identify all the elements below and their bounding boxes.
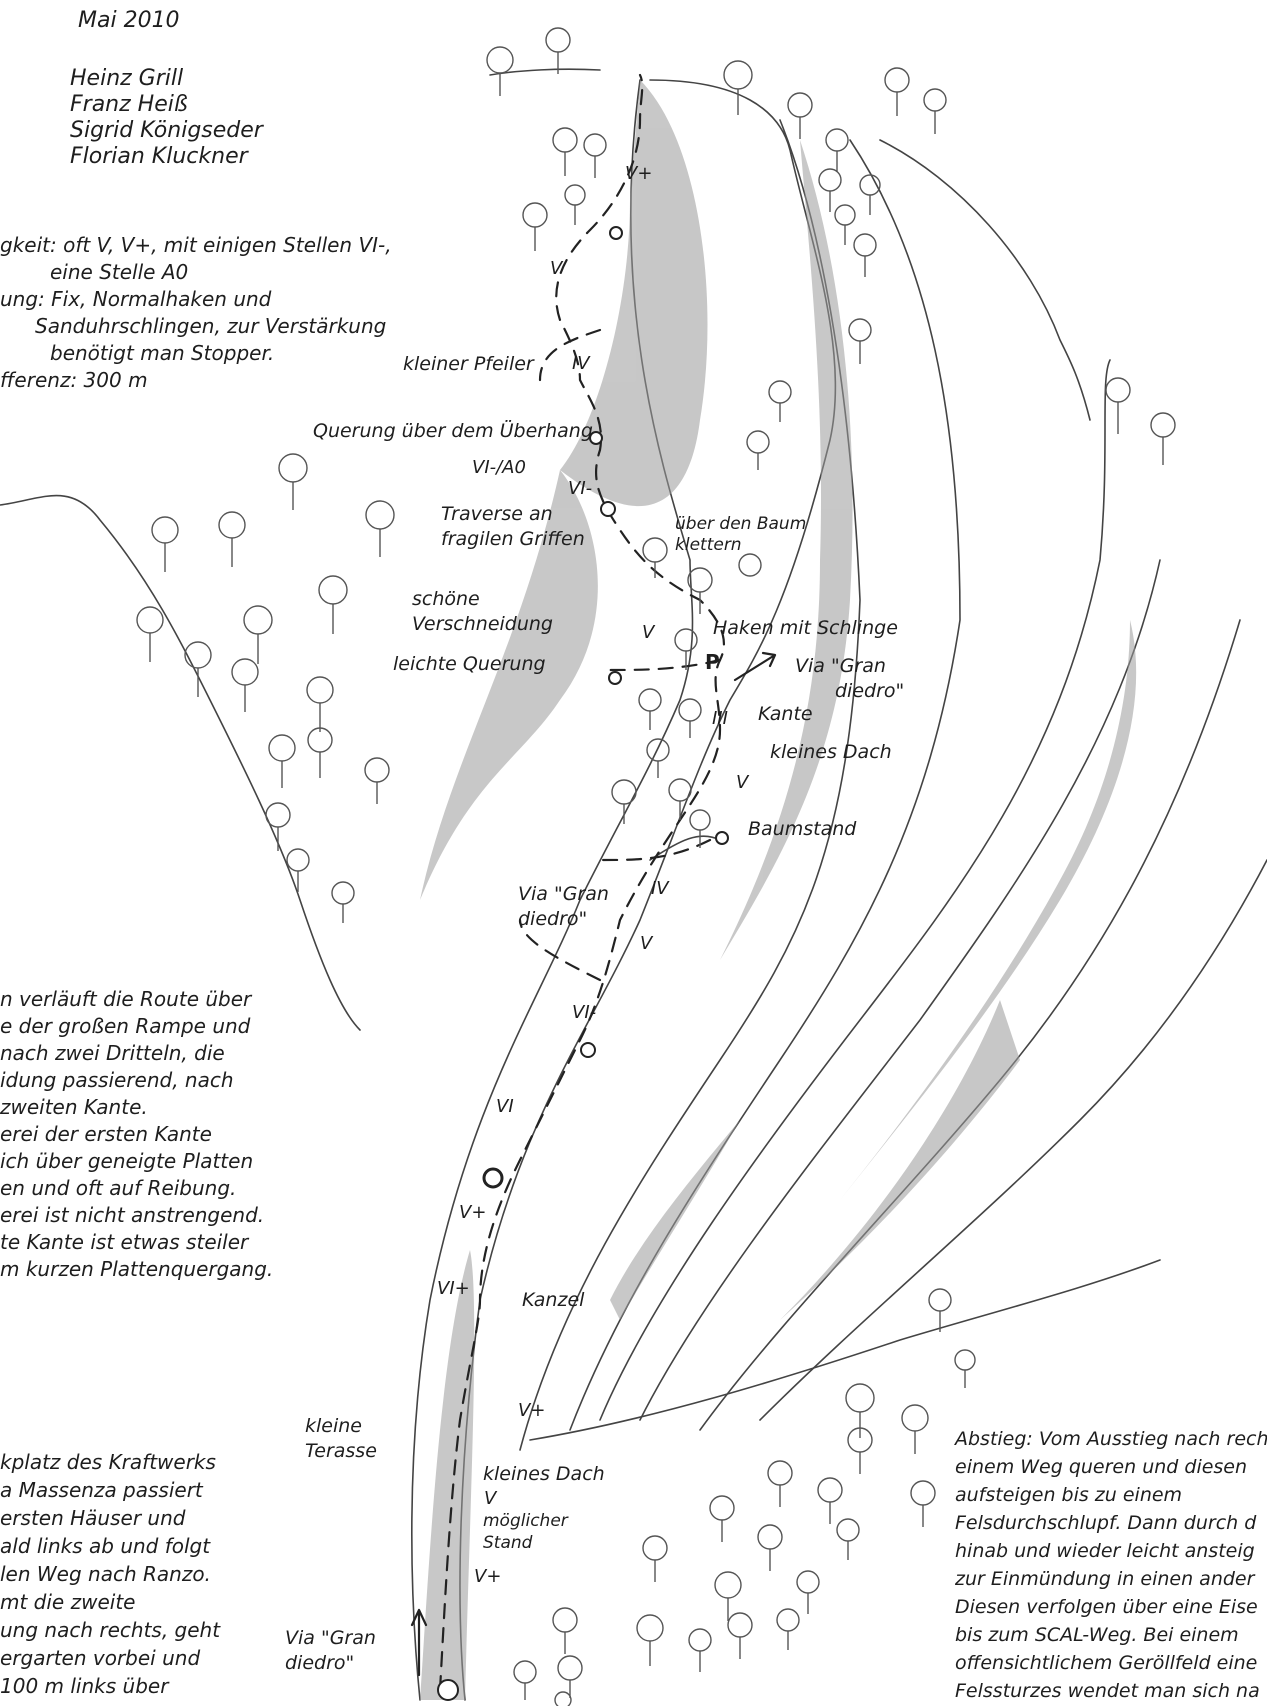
info-line: benötigt man Stopper. <box>0 340 392 367</box>
label-ueber-den-baum: über den Baum klettern <box>675 514 806 556</box>
description-line: idung passierend, nach <box>0 1067 273 1094</box>
approach-line: kplatz des Kraftwerks <box>0 1448 220 1476</box>
info-line: fferenz: 300 m <box>0 367 392 394</box>
label-kleine-terasse: kleine Terasse <box>305 1414 377 1464</box>
label-line: Verschneidung <box>412 612 553 637</box>
description-line: erei der ersten Kante <box>0 1121 273 1148</box>
descent-line: offensichtlichem Geröllfeld eine <box>955 1649 1267 1677</box>
descent-line: hinab und wieder leicht ansteig <box>955 1537 1267 1565</box>
label-querung-ueberhang: Querung über dem Überhang <box>313 419 593 444</box>
approach-line: ersten Häuser und <box>0 1504 220 1532</box>
descent-line: Felssturzes wendet man sich na <box>955 1677 1267 1705</box>
approach-line: ung nach rechts, geht <box>0 1616 220 1644</box>
author-name: Sigrid Königseder <box>70 118 263 144</box>
first-ascensionists: Heinz Grill Franz Heiß Sigrid Königseder… <box>70 66 263 170</box>
label-kleines-dach-upper: kleines Dach <box>770 740 892 765</box>
descent-description: Abstieg: Vom Ausstieg nach rech einem We… <box>955 1425 1267 1705</box>
descent-line: Abstieg: Vom Ausstieg nach rech <box>955 1425 1267 1453</box>
approach-line: len Weg nach Ranzo. <box>0 1560 220 1588</box>
label-line: klettern <box>675 535 806 556</box>
grade-label: V <box>642 620 654 645</box>
grade-label: VI+ <box>437 1276 470 1301</box>
author-name: Florian Kluckner <box>70 144 263 170</box>
label-line: Via "Gran <box>518 882 609 907</box>
descent-line: einem Weg queren und diesen <box>955 1453 1267 1481</box>
label-line: Via "Gran <box>795 654 904 679</box>
descent-line: bis zum SCAL-Weg. Bei einem <box>955 1621 1267 1649</box>
grade-label: V <box>640 931 652 956</box>
description-line: erei ist nicht anstrengend. <box>0 1202 273 1229</box>
info-line: Sanduhrschlingen, zur Verstärkung <box>0 313 392 340</box>
label-moeglicher-stand: möglicher Stand <box>483 1510 568 1554</box>
descent-line: aufsteigen bis zu einem <box>955 1481 1267 1509</box>
grade-label: VI <box>496 1094 514 1119</box>
grade-label: IV <box>651 876 669 901</box>
label-via-gran-diedro-bottom: Via "Gran diedro" <box>285 1626 376 1676</box>
description-line: zweiten Kante. <box>0 1094 273 1121</box>
grade-label: V+ <box>625 161 652 186</box>
descent-line: zur Einmündung in einen ander <box>955 1565 1267 1593</box>
label-line: fragilen Griffen <box>441 527 585 552</box>
label-line: Traverse an <box>441 502 585 527</box>
label-line: diedro" <box>795 679 904 704</box>
description-line: ich über geneigte Platten <box>0 1148 273 1175</box>
label-line: Via "Gran <box>285 1626 376 1651</box>
label-kleines-dach-lower: kleines Dach <box>483 1462 605 1487</box>
descent-line: Felsdurchschlupf. Dann durch d <box>955 1509 1267 1537</box>
label-line: Terasse <box>305 1439 377 1464</box>
label-line: möglicher <box>483 1510 568 1532</box>
grade-label: V <box>484 1486 496 1511</box>
info-line: eine Stelle A0 <box>0 259 392 286</box>
label-line: Stand <box>483 1532 568 1554</box>
piton-symbol: P <box>705 650 720 675</box>
label-via-gran-diedro-right: Via "Gran diedro" <box>795 654 904 704</box>
label-line: über den Baum <box>675 514 806 535</box>
approach-line: ergarten vorbei und <box>0 1644 220 1672</box>
description-line: m kurzen Plattenquergang. <box>0 1256 273 1283</box>
author-name: Heinz Grill <box>70 66 263 92</box>
label-schoene-verschneidung: schöne Verschneidung <box>412 587 553 637</box>
route-info: gkeit: oft V, V+, mit einigen Stellen VI… <box>0 232 392 394</box>
label-line: kleine <box>305 1414 377 1439</box>
info-line: ung: Fix, Normalhaken und <box>0 286 392 313</box>
grade-label: V+ <box>459 1200 486 1225</box>
date-label: Mai 2010 <box>78 8 180 33</box>
label-kleiner-pfeiler: kleiner Pfeiler <box>403 352 534 377</box>
label-line: diedro" <box>518 907 609 932</box>
grade-label: V <box>550 256 562 281</box>
grade-label: VI- <box>568 476 592 501</box>
label-kanzel: Kanzel <box>522 1288 584 1313</box>
grade-label: V+ <box>518 1398 545 1423</box>
description-line: nach zwei Dritteln, die <box>0 1040 273 1067</box>
label-haken-mit-schlinge: Haken mit Schlinge <box>713 616 898 641</box>
grade-label: III <box>712 706 728 731</box>
label-kante: Kante <box>758 702 813 727</box>
description-line: n verläuft die Route über <box>0 986 273 1013</box>
label-traverse: Traverse an fragilen Griffen <box>441 502 585 552</box>
grade-label: VI-/A0 <box>472 455 526 480</box>
label-baumstand: Baumstand <box>748 817 856 842</box>
description-line: en und oft auf Reibung. <box>0 1175 273 1202</box>
grade-label: V+ <box>474 1564 501 1589</box>
approach-line: ald links ab und folgt <box>0 1532 220 1560</box>
approach-line: a Massenza passiert <box>0 1476 220 1504</box>
label-via-gran-diedro-mid: Via "Gran diedro" <box>518 882 609 932</box>
description-line: e der großen Rampe und <box>0 1013 273 1040</box>
approach-line: mt die zweite <box>0 1588 220 1616</box>
grade-label: V <box>736 770 748 795</box>
author-name: Franz Heiß <box>70 92 263 118</box>
grade-label: IV <box>572 351 590 376</box>
approach-line: 100 m links über <box>0 1672 220 1700</box>
descent-line: Diesen verfolgen über eine Eise <box>955 1593 1267 1621</box>
route-description: n verläuft die Route über e der großen R… <box>0 986 273 1283</box>
info-line: gkeit: oft V, V+, mit einigen Stellen VI… <box>0 232 392 259</box>
grade-label: VI- <box>572 1000 596 1025</box>
label-leichte-querung: leichte Querung <box>393 652 546 677</box>
label-line: diedro" <box>285 1651 376 1676</box>
approach-description: kplatz des Kraftwerks a Massenza passier… <box>0 1448 220 1700</box>
label-line: schöne <box>412 587 553 612</box>
description-line: te Kante ist etwas steiler <box>0 1229 273 1256</box>
